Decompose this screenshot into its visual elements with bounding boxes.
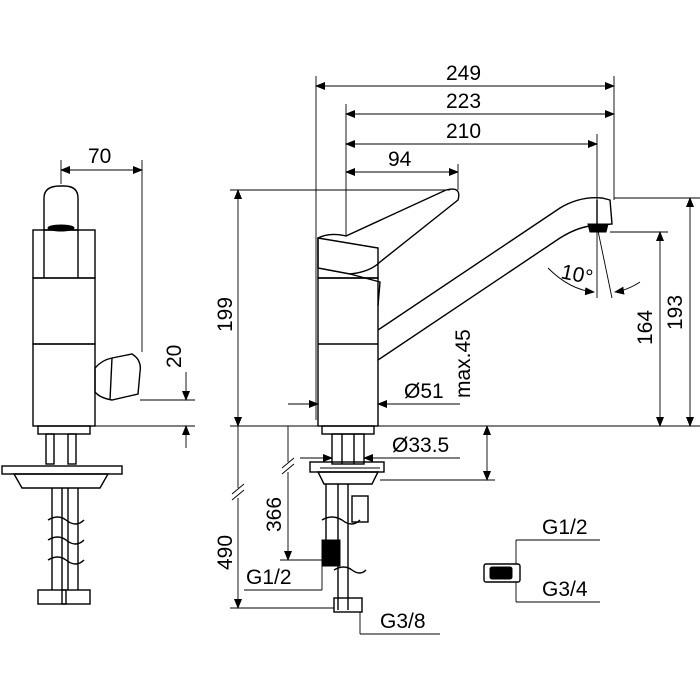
thread-g3-4: G3/4 <box>542 578 588 601</box>
dim-70: 70 <box>88 145 111 168</box>
front-view <box>230 76 700 635</box>
dim-210: 210 <box>446 120 481 143</box>
thread-g3-8: G3/8 <box>380 610 426 633</box>
dim-490: 490 <box>214 535 237 570</box>
dim-193: 193 <box>664 295 687 330</box>
dim-223: 223 <box>446 90 481 113</box>
dim-angle-10: 10° <box>559 260 595 289</box>
dim-20: 20 <box>163 345 186 368</box>
side-view <box>1 160 195 605</box>
dim-366: 366 <box>263 497 286 532</box>
dim-94: 94 <box>388 148 412 171</box>
adapter-detail <box>483 539 600 603</box>
dim-diameter-33-5: Ø33.5 <box>392 434 449 457</box>
dim-diameter-51: Ø51 <box>404 380 444 403</box>
dim-249: 249 <box>446 62 481 85</box>
dim-199: 199 <box>214 297 237 332</box>
dim-164: 164 <box>634 310 657 345</box>
thread-g1-2-left: G1/2 <box>246 566 292 589</box>
dim-max-45: max.45 <box>452 329 475 398</box>
thread-g1-2-right: G1/2 <box>542 516 588 539</box>
